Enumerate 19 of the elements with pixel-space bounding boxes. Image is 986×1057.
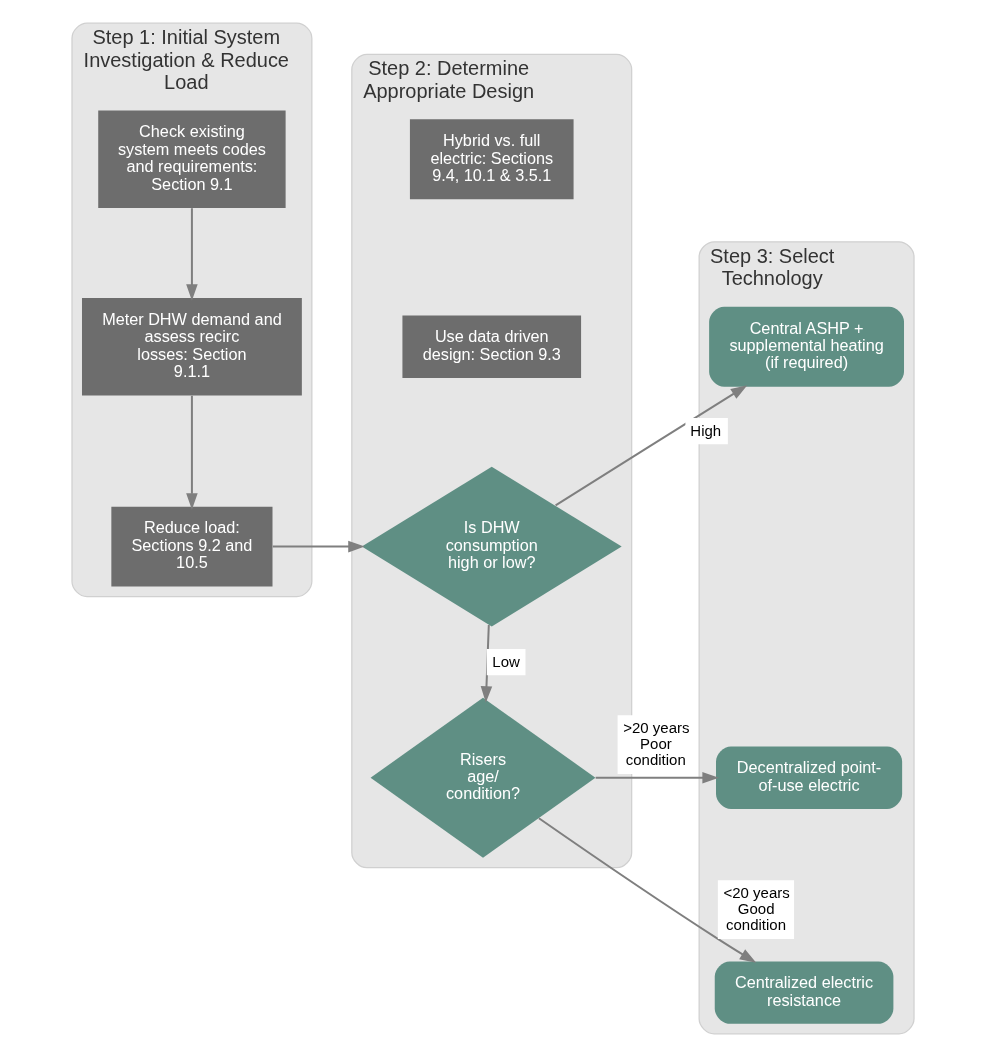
arrow <box>186 207 198 301</box>
node-box: Central ASHP + supplemental heating (if required) <box>709 306 904 387</box>
arrow <box>186 394 198 510</box>
node-box: Hybrid vs. full electric: Sections 9.4, 10.1 & 3.5.1 <box>409 119 574 200</box>
node-box: Use data driven design: Section 9.3 <box>402 315 582 378</box>
arrow <box>271 540 365 553</box>
node-box: Decentralized point-of-use electric <box>716 746 903 809</box>
node-box: Reduce load: Sections 9.2 and 10.5 <box>111 506 273 587</box>
node-diamond: Is DHW consumption high or low? <box>361 466 622 627</box>
arrow <box>594 771 719 784</box>
node-box: Meter DHW demand and assess recirc losses: Section 9.1.1 <box>82 298 302 396</box>
arrow <box>537 817 757 963</box>
edge-label: <20 years Good condition <box>723 883 790 934</box>
edge-label: Low <box>492 652 520 670</box>
node-box: Centralized electric resistance <box>714 961 894 1024</box>
arrow <box>480 623 493 703</box>
node-diamond: Risers age/ condition? <box>370 697 596 858</box>
node-box: Check existing system meets codes and requirements: Section 9.1 <box>98 110 286 209</box>
arrow <box>554 385 748 507</box>
